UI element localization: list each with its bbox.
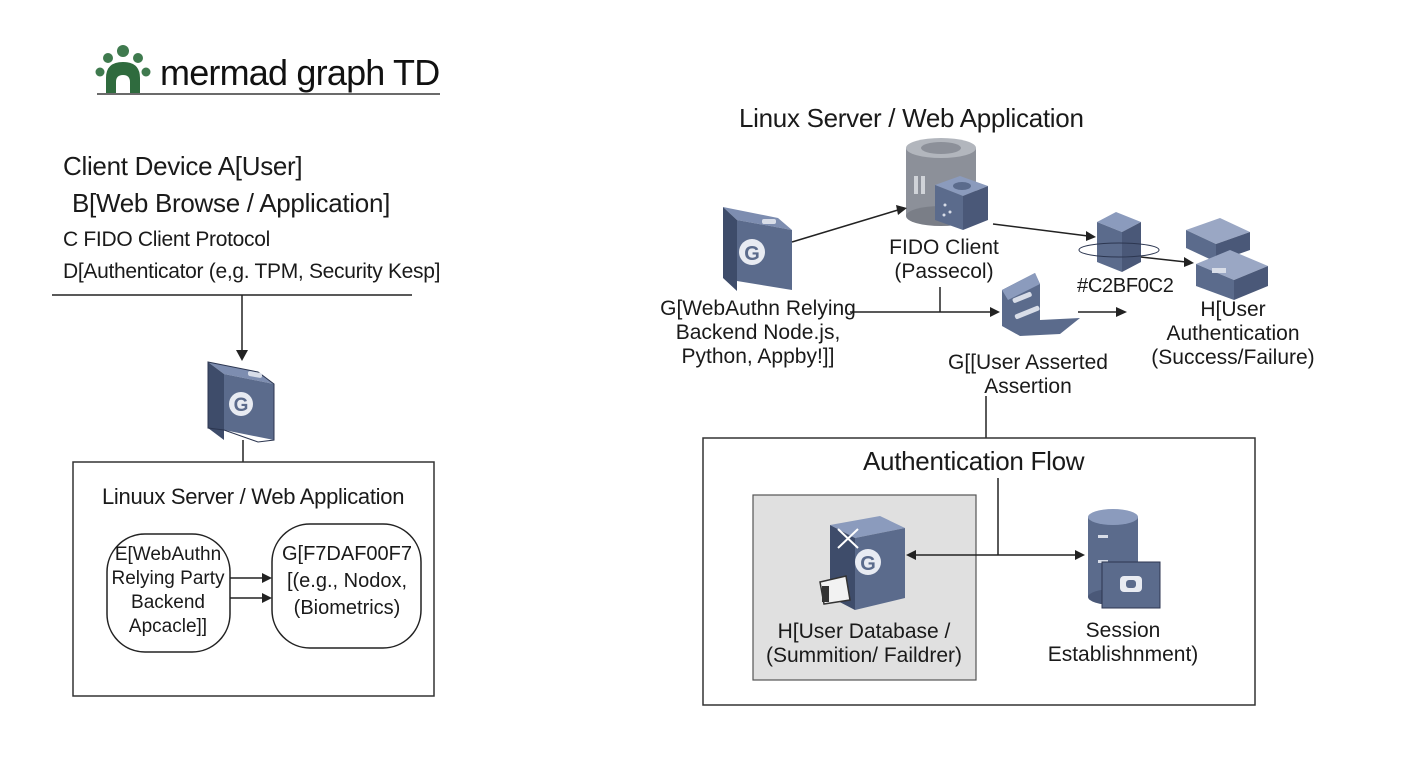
left-server-box <box>72 461 435 697</box>
database-device-icon: G <box>819 516 905 610</box>
svg-text:G: G <box>234 395 249 416</box>
relying-party-label: G[WebAuthn Relying Backend Node.js, Pyth… <box>660 297 856 368</box>
server-stack-icon <box>1186 218 1268 300</box>
fido-client-icon <box>906 138 988 230</box>
session-label: Session Establishnment) <box>1047 619 1199 666</box>
node-e-label: E[WebAuthn Relying Party Backend Apcacle… <box>111 544 225 637</box>
arrow-fido-to-cube <box>992 223 1089 237</box>
node-g-label: G[F7DAF00F7 [(e.g., Nodox, (Biometrics) <box>281 543 413 619</box>
authenticator-label: D[Authenticator (e,g. TPM, Security Kesp… <box>63 260 441 283</box>
assertion-badge-icon <box>1002 273 1080 336</box>
sprout-logo-icon <box>95 45 151 93</box>
arrow-cube-to-server <box>1140 256 1187 263</box>
auth-flow-title: Authentication Flow <box>863 446 1085 476</box>
rotating-cube-icon <box>1078 212 1160 272</box>
session-icon <box>1088 509 1161 609</box>
user-auth-label: H[User Authentication (Success/Failure) <box>1151 298 1315 369</box>
right-server-title: Linux Server / Web Application <box>739 103 1084 133</box>
color-code-label: #C2BF0C2 <box>1077 275 1174 297</box>
relying-device-icon: G <box>723 207 792 291</box>
client-device-label: Client Device A[User] <box>63 151 303 181</box>
arrowhead-down <box>236 350 248 361</box>
svg-text:G: G <box>744 243 760 265</box>
node-e-box <box>106 533 231 653</box>
left-server-title: Linuux Server / Web Application <box>102 484 405 509</box>
assertion-label: G[[User Asserted Assertion <box>948 351 1108 398</box>
fido-client-label: FIDO Client (Passecol) <box>889 236 999 283</box>
svg-text:G: G <box>860 553 876 575</box>
g-device-icon: G <box>207 361 275 443</box>
user-db-label: H[User Database / (Summition/ Faildrer) <box>765 620 963 667</box>
web-browser-label: B[Web Browse / Application] <box>72 188 391 218</box>
diagram-title: mermad graph TD <box>160 52 440 93</box>
arrow-device-to-fido <box>791 209 899 243</box>
node-g-box <box>271 523 422 649</box>
fido-protocol-label: C FIDO Client Protocol <box>63 228 270 251</box>
auth-flow-box <box>702 437 1256 706</box>
